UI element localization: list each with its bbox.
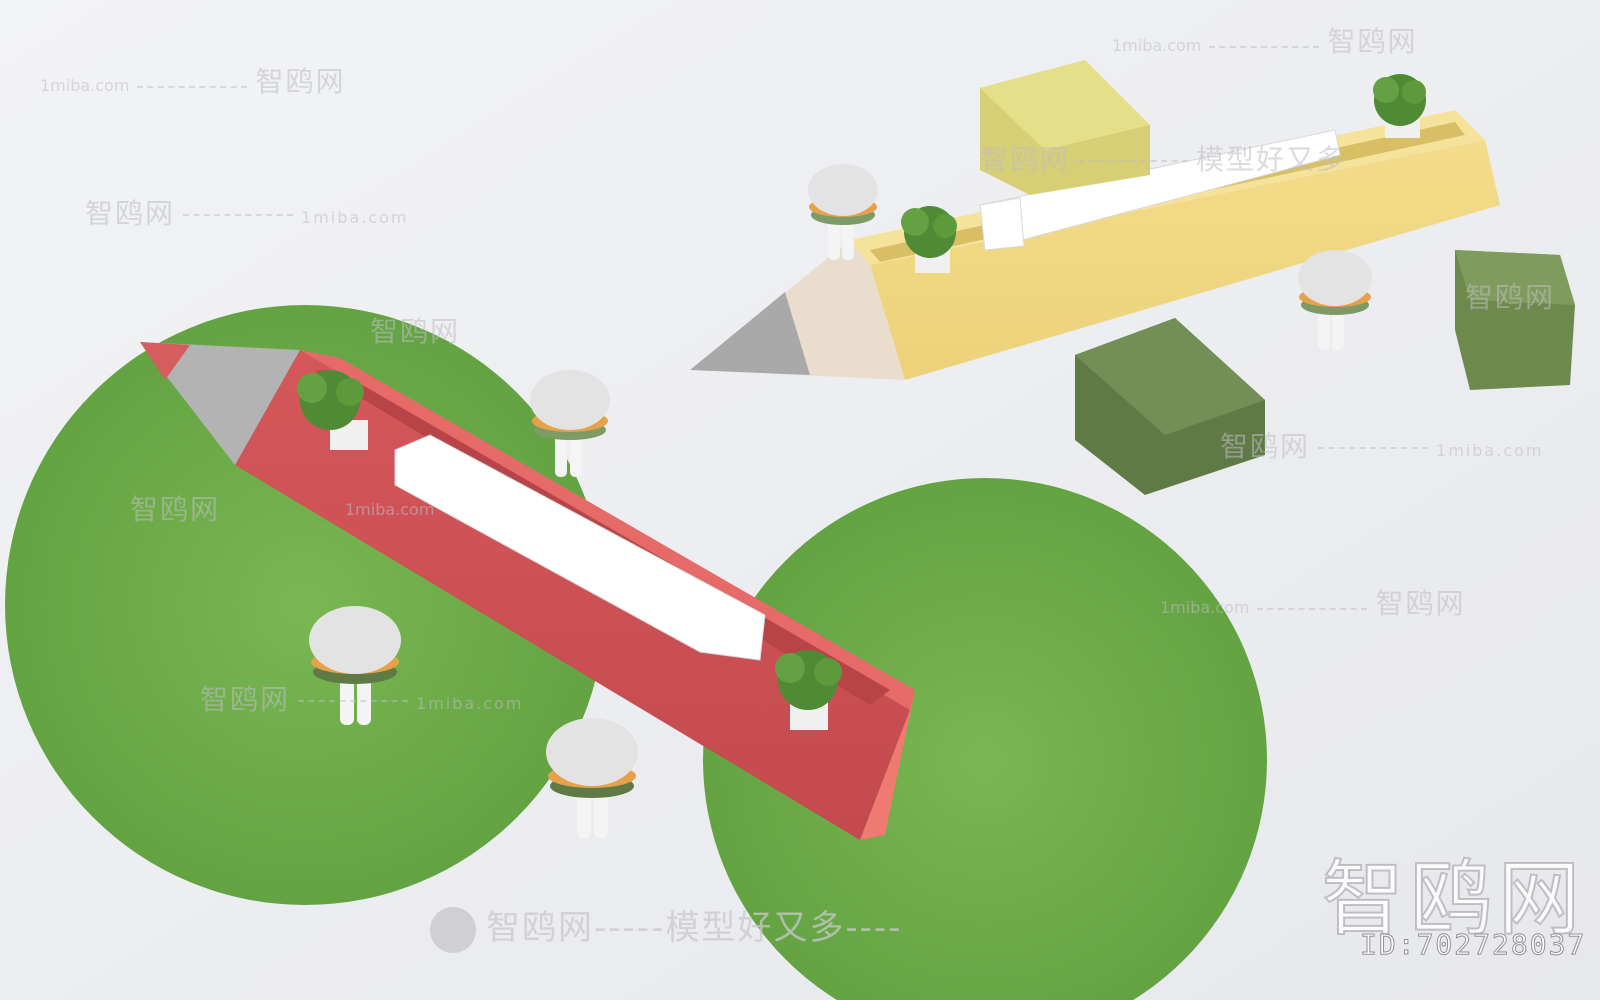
yellow-pencil-bookshelf	[690, 74, 1500, 380]
grass-mat-right	[703, 478, 1267, 1000]
bottom-slogan-watermark: 智鸥网-----模型好又多----	[430, 900, 902, 953]
stool-red-top	[530, 370, 610, 477]
brand-logo-watermark: 智鸥网	[1321, 851, 1587, 948]
stool-top-left	[808, 164, 878, 260]
plant-yellow-left	[901, 206, 957, 273]
plant-red-left	[297, 370, 368, 450]
red-pencil-bookshelf	[140, 342, 915, 840]
ottoman-green-middle	[1075, 318, 1265, 495]
ottoman-green-right	[1455, 250, 1575, 390]
stool-center-bottom	[546, 718, 638, 838]
plant-red-right	[775, 650, 842, 730]
seagull-logo-icon	[430, 906, 476, 953]
stool-right	[1298, 250, 1372, 350]
stool-left-bottom	[309, 606, 401, 725]
plant-yellow-right	[1373, 74, 1426, 138]
ottoman-yellow	[980, 60, 1150, 195]
model-id-label: ID:702728037	[1359, 928, 1587, 962]
